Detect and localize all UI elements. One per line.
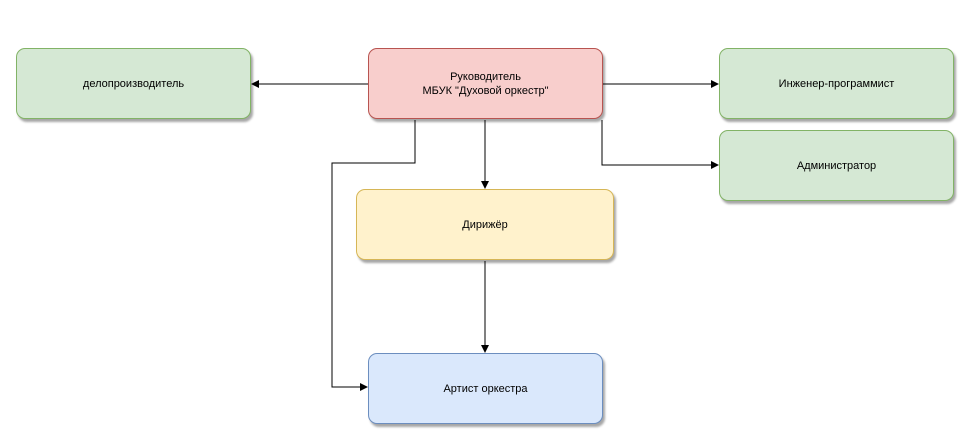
node-head-subtitle: МБУК "Духовой оркестр"	[422, 84, 549, 97]
edge-head-to-administrator	[601, 120, 719, 169]
node-head: Руководитель МБУК "Духовой оркестр"	[368, 48, 603, 119]
node-conductor-label: Дирижёр	[462, 218, 508, 231]
node-administrator: Администратор	[719, 130, 954, 201]
node-artist: Артист оркестра	[368, 353, 603, 424]
edge-head-to-artist	[331, 120, 416, 391]
node-engineer: Инженер-программист	[719, 48, 954, 119]
node-head-title: Руководитель	[450, 70, 521, 83]
node-administrator-label: Администратор	[796, 159, 877, 172]
node-artist-label: Артист оркестра	[443, 382, 528, 395]
node-conductor: Дирижёр	[356, 189, 614, 260]
node-clerk-label: делопроизводитель	[82, 77, 185, 90]
node-engineer-label: Инженер-программист	[778, 77, 895, 90]
node-clerk: делопроизводитель	[16, 48, 251, 119]
